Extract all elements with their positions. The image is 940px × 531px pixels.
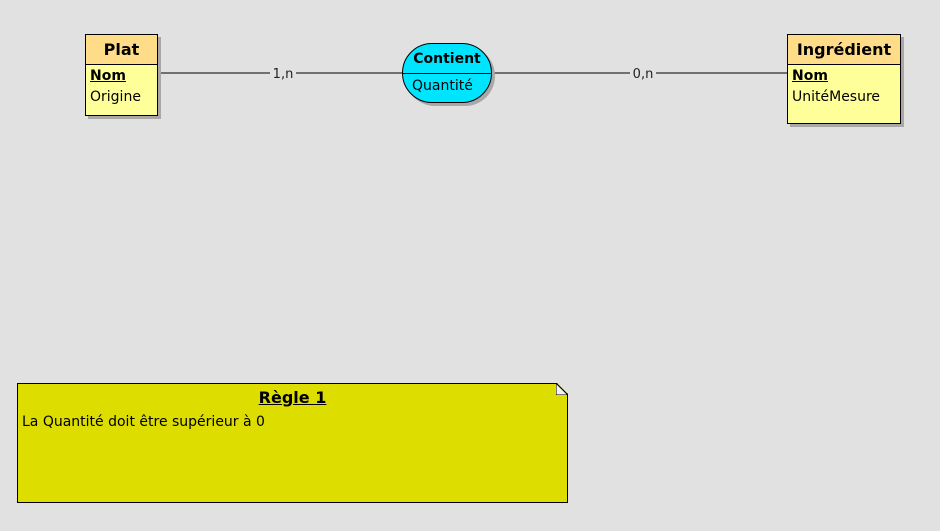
association-title: Contient xyxy=(403,44,491,74)
primary-key-attribute: Nom xyxy=(792,68,828,84)
rule-note[interactable]: Règle 1 La Quantité doit être supérieur … xyxy=(17,383,568,503)
note-title: Règle 1 xyxy=(258,388,327,407)
entity-plat[interactable]: Plat Nom Origine xyxy=(85,34,158,116)
entity-attributes: Nom Origine xyxy=(86,65,157,109)
entity-attributes: Nom UnitéMesure xyxy=(788,65,900,109)
entity-title: Plat xyxy=(86,35,157,65)
attribute: Origine xyxy=(90,89,141,105)
note-text: La Quantité doit être supérieur à 0 xyxy=(22,414,265,430)
primary-key-attribute: Nom xyxy=(90,68,126,84)
cardinality-contient-ingredient: 0,n xyxy=(633,67,654,82)
association-attribute: Quantité xyxy=(412,78,473,94)
entity-ingredient[interactable]: Ingrédient Nom UnitéMesure xyxy=(787,34,901,124)
cardinality-plat-contient: 1,n xyxy=(273,67,294,82)
attribute: UnitéMesure xyxy=(792,89,881,105)
entity-title: Ingrédient xyxy=(788,35,900,65)
note-corner-fold xyxy=(556,383,568,395)
association-contient[interactable]: Contient Quantité xyxy=(402,43,492,103)
cardinality-bg xyxy=(630,66,656,81)
cardinality-bg xyxy=(270,66,296,81)
